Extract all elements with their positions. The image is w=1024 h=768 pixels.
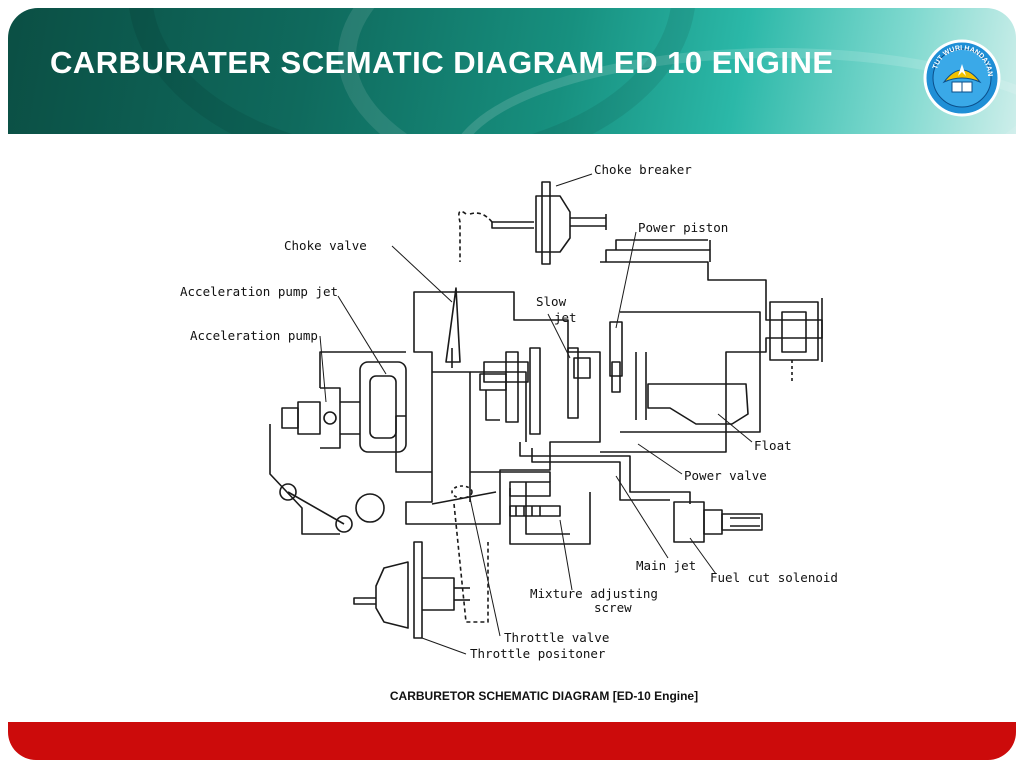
slide-title: CARBURATER SCEMATIC DIAGRAM ED 10 ENGINE — [50, 45, 834, 80]
label-slow-jet-2: jet — [554, 310, 577, 325]
label-acceleration-pump: Acceleration pump — [190, 328, 318, 343]
leader-lines — [319, 173, 753, 655]
label-throttle-valve: Throttle valve — [504, 630, 609, 645]
label-mixture-adjusting-screw-2: screw — [594, 600, 632, 615]
throttle-valve-part — [431, 485, 497, 623]
label-choke-valve: Choke valve — [284, 238, 367, 253]
label-fuel-cut-solenoid: Fuel cut solenoid — [710, 570, 838, 585]
slide-header: CARBURATER SCEMATIC DIAGRAM ED 10 ENGINE… — [8, 8, 1016, 134]
slide-footer-bar — [8, 722, 1016, 760]
throttle-positioner-part — [353, 541, 470, 639]
label-slow-jet-1: Slow — [536, 294, 567, 309]
label-throttle-positioner: Throttle positoner — [470, 646, 606, 661]
choke-breaker-part — [458, 181, 607, 265]
carburetor-schematic-diagram: Choke breaker Power piston Choke valve A… — [180, 162, 838, 661]
label-choke-breaker: Choke breaker — [594, 162, 692, 177]
fuel-cut-solenoid-part — [673, 501, 763, 543]
float-chamber-part — [600, 239, 823, 453]
diagram-labels: Choke breaker Power piston Choke valve A… — [180, 162, 838, 661]
label-float: Float — [754, 438, 792, 453]
label-acceleration-pump-jet: Acceleration pump jet — [180, 284, 338, 299]
mixture-screw-part — [509, 481, 561, 517]
tut-wuri-handayani-emblem-icon: TUT WURI HANDAYANI — [922, 38, 1001, 117]
carburetor-body-part — [359, 287, 601, 525]
label-power-valve: Power valve — [684, 468, 767, 483]
acceleration-pump-part — [269, 351, 406, 535]
label-mixture-adjusting-screw-1: Mixture adjusting — [530, 586, 658, 601]
label-power-piston: Power piston — [638, 220, 728, 235]
label-main-jet: Main jet — [636, 558, 696, 573]
diagram-caption: CARBURETOR SCHEMATIC DIAGRAM [ED-10 Engi… — [389, 689, 699, 703]
